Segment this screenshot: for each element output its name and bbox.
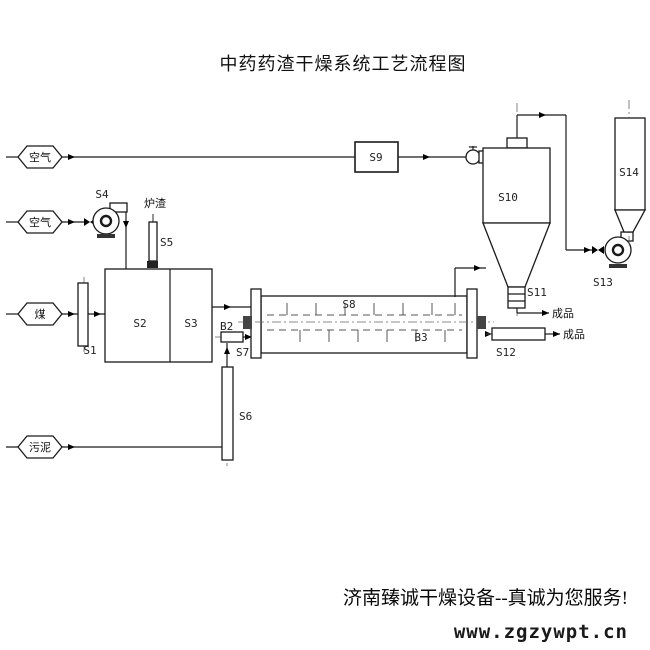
air-label-2: 空气 bbox=[29, 215, 51, 229]
fan-s13: S13 bbox=[593, 217, 634, 289]
b2-label: B2 bbox=[220, 320, 233, 333]
dryer-to-cyclone-duct bbox=[454, 265, 486, 297]
cyclone-s10: S10 S11 成品 bbox=[482, 103, 574, 320]
valve-icon-s4 bbox=[84, 218, 90, 226]
diagram-title: 中药药渣干燥系统工艺流程图 bbox=[220, 54, 467, 74]
s3-label: S3 bbox=[184, 317, 197, 330]
valve-icon-s13 bbox=[592, 246, 598, 254]
rotary-valve-s11 bbox=[507, 286, 526, 309]
blower-s4 bbox=[92, 202, 128, 238]
s14-label: S14 bbox=[619, 166, 639, 179]
dryer-journal-right bbox=[477, 316, 486, 329]
air-line-top: 空气 S9 bbox=[6, 141, 485, 173]
screw-conveyor-s12: S12 成品 bbox=[485, 327, 585, 359]
s7-label: S7 bbox=[236, 346, 249, 359]
s8-label: S8 bbox=[342, 298, 355, 311]
s13-label: S13 bbox=[593, 276, 613, 289]
s2-label: S2 bbox=[133, 317, 146, 330]
dryer-flange-left bbox=[250, 288, 262, 359]
bag-filter-s14: S14 bbox=[614, 100, 647, 244]
dryer-shell bbox=[260, 295, 468, 354]
furnace-body bbox=[104, 268, 213, 363]
cyclone-vortex-finder bbox=[506, 137, 528, 149]
filter-body bbox=[614, 117, 646, 211]
air-line-blower: 空气 S4 bbox=[6, 188, 129, 282]
sludge-line: 污泥 S6 B2 S7 bbox=[6, 320, 252, 466]
coal-line: 煤 S1 bbox=[6, 277, 105, 357]
coal-label: 煤 bbox=[35, 308, 46, 321]
product-label-1: 成品 bbox=[552, 307, 574, 320]
air-label-1: 空气 bbox=[29, 150, 51, 164]
s10-label: S10 bbox=[498, 191, 518, 204]
s4-label: S4 bbox=[95, 188, 109, 201]
dryer-flange-right bbox=[466, 288, 478, 359]
s11-label: S11 bbox=[527, 286, 547, 299]
dryer-flight-marks bbox=[286, 303, 456, 342]
slag-label: 炉渣 bbox=[144, 196, 166, 210]
rotary-dryer-s8: S8 B3 bbox=[238, 288, 494, 359]
conveyor-s12-body bbox=[491, 327, 546, 341]
furnace-s2-s3: S2 S3 bbox=[104, 268, 252, 363]
s1-label: S1 bbox=[83, 344, 96, 357]
footer-slogan: 济南臻诚干燥设备--真诚为您服务! bbox=[343, 587, 628, 609]
slag-discharge-s5: 炉渣 S5 bbox=[144, 196, 173, 268]
cyclone-cone bbox=[482, 222, 551, 288]
sludge-label: 污泥 bbox=[29, 441, 51, 454]
s9-label: S9 bbox=[369, 151, 382, 164]
heater-s9 bbox=[354, 141, 399, 173]
flow-valve-icon bbox=[465, 149, 481, 165]
slag-conveyor-s5 bbox=[148, 221, 158, 262]
sludge-conveyor-s6 bbox=[221, 366, 234, 461]
coal-feeder-s1 bbox=[77, 282, 89, 347]
exhaust-line bbox=[517, 112, 604, 254]
b3-label: B3 bbox=[414, 331, 427, 344]
footer-website-link[interactable]: www.zgzywpt.cn bbox=[454, 621, 628, 643]
s6-label: S6 bbox=[239, 410, 252, 423]
cyclone-body bbox=[482, 147, 551, 224]
s5-label: S5 bbox=[160, 236, 173, 249]
screw-feeder-s7 bbox=[220, 331, 244, 343]
dryer-journal-left bbox=[243, 316, 252, 329]
s12-label: S12 bbox=[496, 346, 516, 359]
sludge-source-hexagon bbox=[17, 435, 63, 459]
filter-cone bbox=[614, 209, 647, 233]
product-label-2: 成品 bbox=[563, 328, 585, 341]
